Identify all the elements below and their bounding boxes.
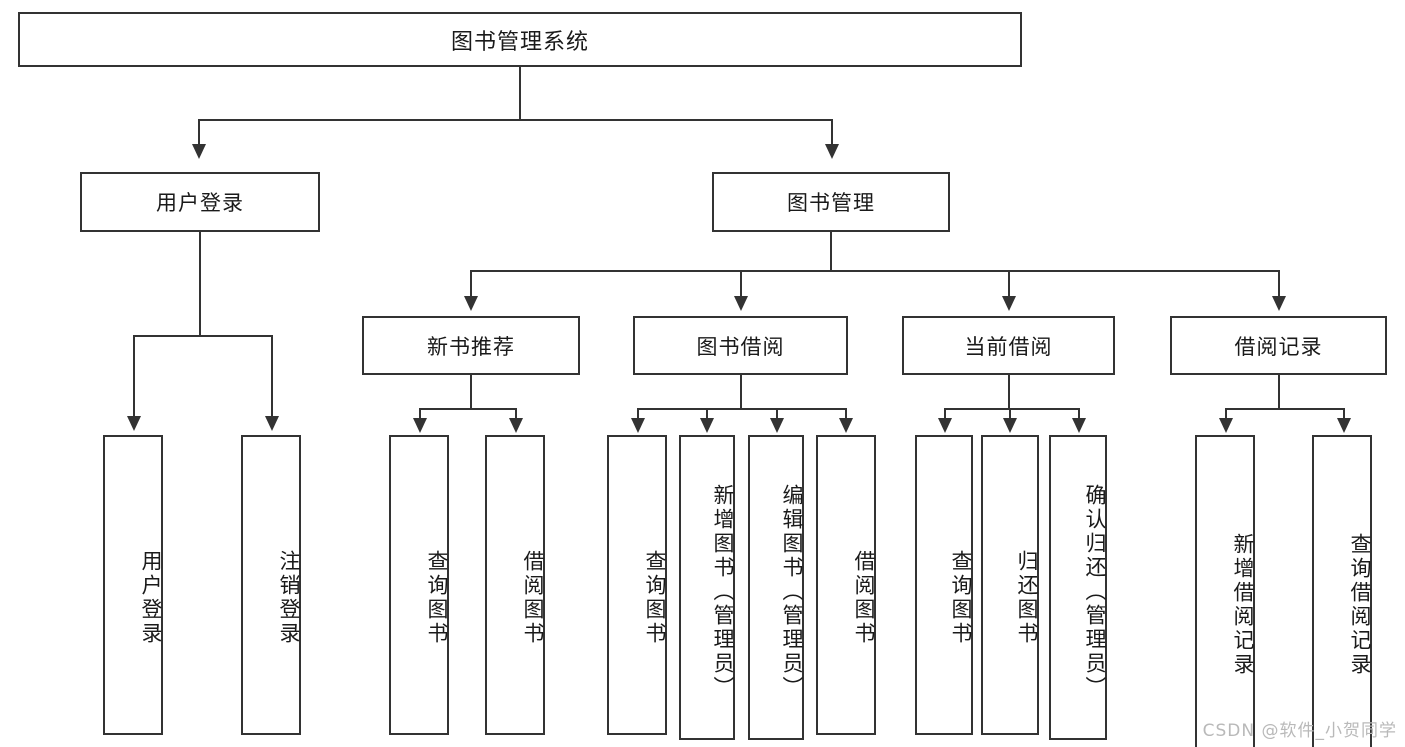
leaf-bb-borrow-book[interactable]: 借阅图书 [816, 435, 876, 735]
connector-user-login-stem [199, 232, 201, 335]
node-label: 注销登录 [277, 550, 301, 646]
leaf-user-login[interactable]: 用户登录 [103, 435, 163, 735]
arrowhead-borrow-record [1272, 296, 1286, 311]
arrowhead-user-login [192, 144, 206, 159]
leaf-nb-borrow-book[interactable]: 借阅图书 [485, 435, 545, 735]
connector-bb-drop-1 [637, 408, 639, 420]
connector-borrow-record-bus [1225, 408, 1343, 410]
connector-to-borrow-record [1278, 270, 1280, 298]
node-user-login[interactable]: 用户登录 [80, 172, 320, 232]
node-label: 查询图书 [425, 550, 449, 646]
node-label: 图书管理 [787, 191, 875, 215]
connector-bb-drop-2 [706, 408, 708, 420]
leaf-bb-add-book[interactable]: 新增图书（管理员） [679, 435, 735, 740]
connector-root-to-book-mgmt [831, 119, 833, 146]
arrowhead-br-add-record [1219, 418, 1233, 433]
arrowhead-bb-edit-book [770, 418, 784, 433]
connector-bb-drop-3 [776, 408, 778, 420]
connector-to-book-borrow [740, 270, 742, 298]
connector-user-login-drop-2 [271, 335, 273, 418]
arrowhead-bb-add-book [700, 418, 714, 433]
node-label: 确认归还（管理员） [1083, 483, 1107, 700]
node-label: 新增借阅记录 [1231, 533, 1255, 677]
arrowhead-br-query-record [1337, 418, 1351, 433]
connector-user-login-drop-1 [133, 335, 135, 418]
connector-root-stem [519, 67, 521, 119]
connector-root-bus [198, 119, 832, 121]
connector-book-borrow-bus [637, 408, 845, 410]
node-label: 编辑图书（管理员） [780, 483, 804, 700]
node-label: 图书借阅 [696, 334, 785, 359]
arrowhead-new-book-recommend [464, 296, 478, 311]
connector-br-drop-1 [1225, 408, 1227, 420]
connector-bb-drop-4 [845, 408, 847, 420]
arrowhead-cb-return-book [1003, 418, 1017, 433]
arrowhead-cb-query-book [938, 418, 952, 433]
connector-new-book-drop-1 [419, 408, 421, 420]
connector-current-borrow-bus [944, 408, 1078, 410]
connector-cb-drop-3 [1078, 408, 1080, 420]
arrowhead-nb-borrow-book [509, 418, 523, 433]
node-label: 用户登录 [139, 550, 163, 646]
node-label: 借阅记录 [1234, 334, 1323, 359]
node-book-management[interactable]: 图书管理 [712, 172, 950, 232]
node-label: 图书管理系统 [450, 29, 589, 55]
connector-new-book-stem [470, 375, 472, 408]
connector-root-to-user-login [198, 119, 200, 146]
connector-new-book-drop-2 [515, 408, 517, 420]
connector-to-new-book [470, 270, 472, 298]
node-label: 新增图书（管理员） [711, 483, 735, 700]
connector-br-drop-2 [1343, 408, 1345, 420]
leaf-logout[interactable]: 注销登录 [241, 435, 301, 735]
leaf-br-query-record[interactable]: 查询借阅记录 [1312, 435, 1372, 747]
node-label: 借阅图书 [521, 550, 545, 646]
arrowhead-nb-query-book [413, 418, 427, 433]
leaf-bb-edit-book[interactable]: 编辑图书（管理员） [748, 435, 804, 740]
connector-borrow-record-stem [1278, 375, 1280, 408]
connector-cb-drop-2 [1009, 408, 1011, 420]
leaf-bb-query-book[interactable]: 查询图书 [607, 435, 667, 735]
node-label: 新书推荐 [427, 334, 515, 359]
leaf-cb-query-book[interactable]: 查询图书 [915, 435, 973, 735]
arrowhead-book-borrow [734, 296, 748, 311]
leaf-cb-confirm-return[interactable]: 确认归还（管理员） [1049, 435, 1107, 740]
connector-book-borrow-stem [740, 375, 742, 408]
node-label: 查询图书 [643, 550, 667, 646]
node-label: 当前借阅 [964, 334, 1053, 359]
connector-to-current-borrow [1008, 270, 1010, 298]
node-borrow-record[interactable]: 借阅记录 [1170, 316, 1387, 375]
node-label: 查询借阅记录 [1348, 533, 1372, 677]
node-book-borrow[interactable]: 图书借阅 [633, 316, 848, 375]
arrowhead-current-borrow [1002, 296, 1016, 311]
connector-level3-bus [470, 270, 1280, 272]
node-label: 查询图书 [949, 550, 973, 646]
connector-new-book-bus [419, 408, 515, 410]
connector-book-mgmt-stem [830, 232, 832, 270]
arrowhead-leaf-logout [265, 416, 279, 431]
arrowhead-bb-query-book [631, 418, 645, 433]
node-label: 用户登录 [156, 191, 244, 215]
arrowhead-book-mgmt [825, 144, 839, 159]
node-new-book-recommend[interactable]: 新书推荐 [362, 316, 580, 375]
leaf-nb-query-book[interactable]: 查询图书 [389, 435, 449, 735]
arrowhead-bb-borrow-book [839, 418, 853, 433]
arrowhead-leaf-user-login [127, 416, 141, 431]
arrowhead-cb-confirm-return [1072, 418, 1086, 433]
node-current-borrow[interactable]: 当前借阅 [902, 316, 1115, 375]
connector-cb-drop-1 [944, 408, 946, 420]
leaf-br-add-record[interactable]: 新增借阅记录 [1195, 435, 1255, 747]
node-root-system[interactable]: 图书管理系统 [18, 12, 1022, 67]
connector-user-login-bus [133, 335, 271, 337]
node-label: 归还图书 [1015, 550, 1039, 646]
node-label: 借阅图书 [852, 550, 876, 646]
connector-current-borrow-stem [1008, 375, 1010, 408]
leaf-cb-return-book[interactable]: 归还图书 [981, 435, 1039, 735]
